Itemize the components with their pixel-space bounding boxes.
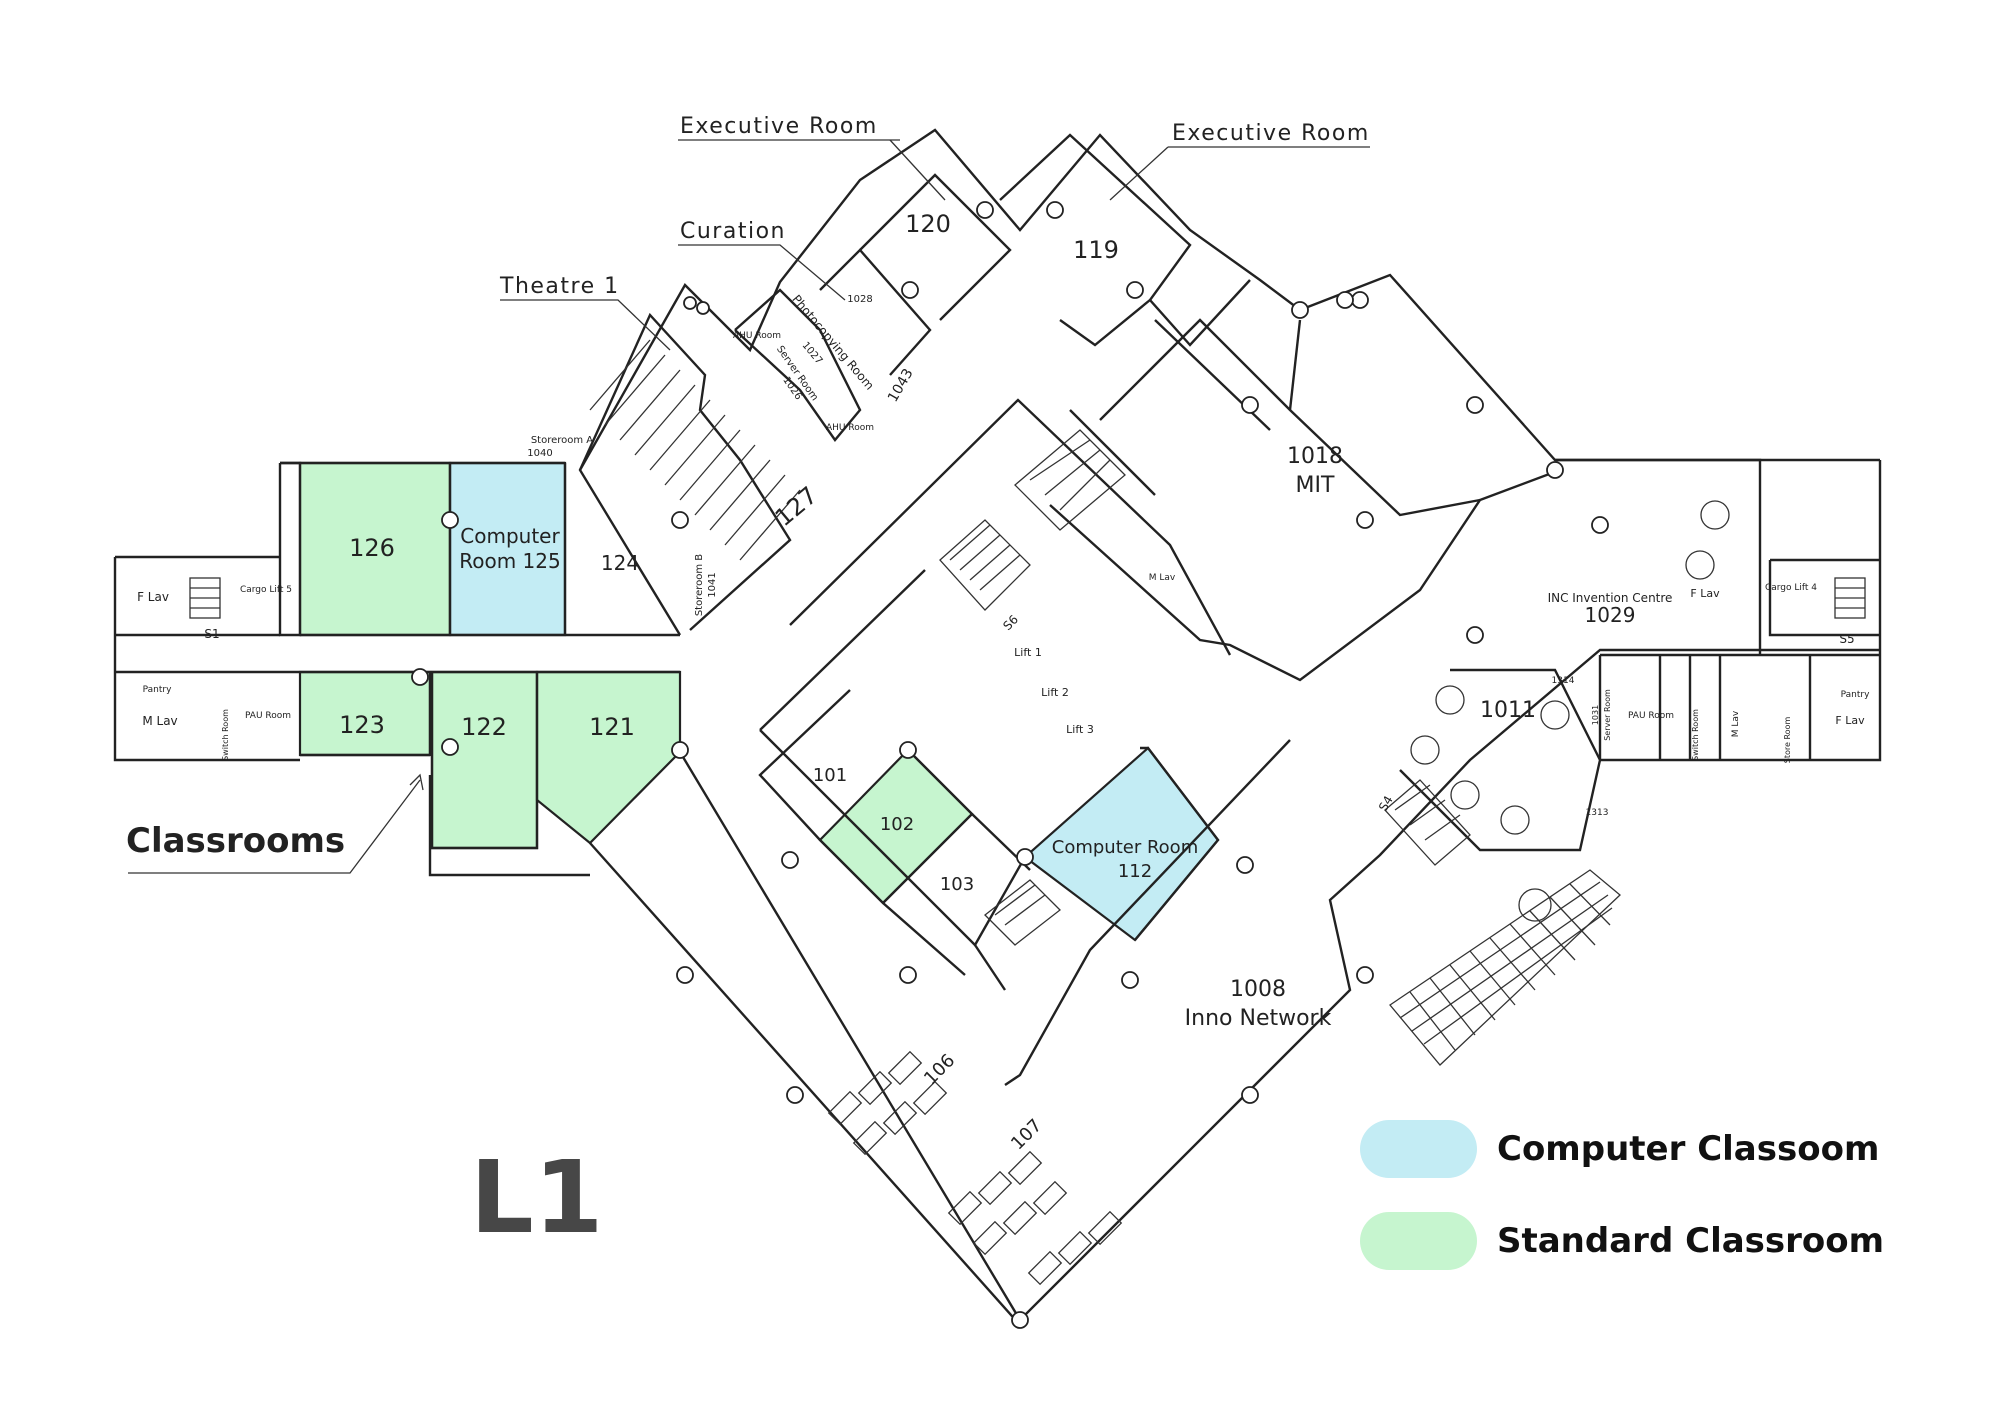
room-1313-label: 1313 (1586, 808, 1609, 818)
lab-pods (1410, 500, 1730, 922)
storeroom-a-label: Storeroom A (531, 435, 593, 446)
m-lav-left-label: M Lav (142, 714, 177, 728)
callout-curation: Curation (680, 219, 786, 244)
room-103-label: 103 (940, 874, 974, 895)
columns (411, 201, 1609, 1329)
room-101-label: 101 (813, 765, 847, 786)
legend-standard-swatch (1360, 1212, 1477, 1270)
storeroom-b-number: 1041 (707, 572, 718, 597)
ahu-room-2-label: AHU Room (826, 423, 874, 433)
room-125-label-1: Computer (460, 524, 560, 548)
server-right-number: 1031 (1591, 705, 1600, 725)
room-1011-label: 1011 (1480, 698, 1536, 723)
stairs-103 (984, 879, 1061, 946)
room-1029-name: INC Invention Centre (1548, 591, 1673, 605)
room-112-label-1: Computer Room (1052, 837, 1198, 858)
room-102-label: 102 (880, 814, 914, 835)
room-1043-label: 1043 (885, 366, 917, 405)
room-1028-label: 1028 (847, 294, 872, 305)
server-right-label: Server Room (1603, 689, 1612, 741)
m-lav-mid-label: M Lav (1149, 573, 1176, 583)
s6-label: S6 (1000, 612, 1021, 633)
callout-lines (128, 139, 1370, 874)
room-1314-label: 1314 (1552, 676, 1575, 686)
room-120-label: 120 (905, 210, 951, 238)
lift3-label: Lift 3 (1066, 723, 1094, 736)
s4-label: S4 (1376, 793, 1396, 813)
wall-main-diamond (678, 648, 1880, 1322)
pantry-right-label: Pantry (1841, 690, 1870, 700)
room-1008-number: 1008 (1230, 977, 1286, 1002)
room-122-label: 122 (461, 713, 507, 741)
room-1018-number: 1018 (1287, 444, 1343, 469)
lift2-label: Lift 2 (1041, 686, 1069, 699)
room-1008-name: Inno Network (1185, 1006, 1332, 1031)
terrace-grid (1389, 869, 1621, 1066)
callout-theatre: Theatre 1 (499, 274, 620, 299)
room-106-label: 106 (920, 1050, 959, 1089)
pantry-left-label: Pantry (143, 685, 172, 695)
m-lav-right-label: M Lav (1731, 710, 1741, 737)
photocopying-number: 1027 (800, 340, 825, 367)
switch-right-label: Switch Room (1691, 709, 1700, 761)
desk-clusters (827, 1050, 1123, 1286)
floor-label: L1 (470, 1139, 603, 1256)
s1-label: S1 (204, 627, 219, 641)
legend-computer-swatch (1360, 1120, 1477, 1178)
f-lav-right-label: F Lav (1835, 714, 1865, 727)
pau-left-label: PAU Room (245, 711, 291, 721)
stairs-s1 (189, 577, 221, 619)
stairs-s5 (1834, 577, 1866, 619)
room-124-label: 124 (601, 551, 639, 575)
room-127-label: 127 (770, 481, 823, 532)
switch-left-label: Switch Room (221, 709, 230, 761)
room-123-label: 123 (339, 711, 385, 739)
legend-standard-label: Standard Classroom (1497, 1221, 1884, 1261)
legend: Computer Classoom Standard Classroom (1360, 1120, 1884, 1270)
lift1-label: Lift 1 (1014, 646, 1042, 659)
wall-left-wing-top (278, 461, 302, 637)
legend-computer-label: Computer Classoom (1497, 1129, 1879, 1169)
room-107-label: 107 (1007, 1115, 1046, 1154)
stairs-s6 (939, 519, 1031, 611)
callout-executive-room-a: Executive Room (680, 114, 878, 139)
room-119-label: 119 (1073, 236, 1119, 264)
cargo-lift-4-label: Cargo Lift 4 (1765, 583, 1817, 593)
callout-classrooms: Classrooms (126, 821, 345, 861)
cargo-lift-5-label: Cargo Lift 5 (240, 585, 292, 595)
room-112-label-2: 112 (1118, 861, 1152, 882)
room-126-label: 126 (349, 534, 395, 562)
pau-right-label: PAU Room (1628, 711, 1674, 721)
f-lav-right-top-label: F Lav (1690, 587, 1720, 600)
storeroom-a-number: 1040 (527, 448, 552, 459)
ahu-room-1-label: AHU Room (733, 331, 781, 341)
f-lav-left-label: F Lav (137, 590, 169, 604)
room-121[interactable] (535, 670, 682, 845)
room-122[interactable] (430, 670, 539, 850)
room-1029-number: 1029 (1585, 603, 1636, 627)
callout-executive-room-b: Executive Room (1172, 121, 1370, 146)
s5-label: S5 (1839, 632, 1854, 646)
stairs-central (1014, 429, 1126, 531)
room-1018-name: MIT (1296, 473, 1335, 498)
stairs-s4 (1384, 779, 1471, 866)
room-125-label-2: Room 125 (459, 549, 560, 573)
store-right-label: Store Room (1783, 717, 1792, 764)
room-121-label: 121 (589, 713, 635, 741)
storeroom-b-label: Storeroom B (694, 554, 705, 616)
